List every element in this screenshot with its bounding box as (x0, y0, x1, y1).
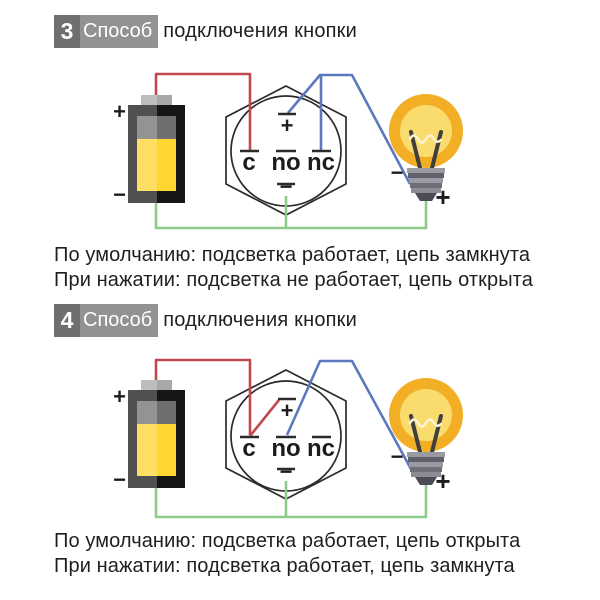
bulb-base-stripe (407, 452, 445, 457)
battery-plus-label: + (113, 99, 126, 124)
terminal-label-nc: nc (307, 149, 335, 176)
terminal-label-no: no (271, 149, 300, 176)
terminal-label-c: c (242, 435, 255, 462)
bulb-base-stripe (411, 188, 441, 193)
filament-wire-right (429, 414, 443, 458)
red-wire (154, 358, 252, 435)
bulb-base-stripe (408, 457, 444, 462)
battery-highlight (128, 95, 157, 203)
terminal-label-minus: − (280, 174, 293, 199)
bulb-base-stripe (407, 168, 445, 173)
method-3-word-badge: Способ (80, 15, 159, 48)
filament-coil (408, 418, 443, 428)
bulb-base-stripe (410, 467, 442, 472)
method-4-title: 4 Способ подключения кнопки (54, 304, 357, 337)
filament-wire-left (409, 414, 423, 458)
battery: + − (113, 380, 185, 492)
red-wire (154, 72, 252, 150)
battery-cap (141, 380, 172, 392)
bulb-base-stripe (409, 462, 443, 467)
terminal-label-plus: + (281, 398, 294, 423)
bulb-base-stripe (409, 178, 443, 183)
method-4-word-badge: Способ (80, 304, 159, 337)
battery-minus-label: − (113, 467, 126, 492)
battery-minus-label: − (113, 182, 126, 207)
method-4-title-text: подключения кнопки (163, 309, 358, 331)
filament-coil (408, 134, 443, 144)
bulb-glass-inner (400, 389, 452, 441)
bulb-plus-label: + (435, 182, 450, 212)
battery-highlight (128, 380, 157, 488)
bulb-plus-label: + (435, 466, 450, 496)
filament-wire-left (409, 130, 423, 174)
battery-window-yellow (137, 424, 176, 476)
bulb-glass-inner (400, 105, 452, 157)
method-4-caption-pressed: При нажатии: подсветка работает, цепь за… (54, 555, 515, 577)
terminal-label-nc: nc (307, 435, 335, 462)
method-3-number-badge: 3 (54, 15, 80, 48)
bulb-base-stripe (411, 472, 441, 477)
method-3-caption-pressed: При нажатии: подсветка не работает, цепь… (54, 269, 533, 291)
filament-wire-right (429, 130, 443, 174)
green-wire (154, 481, 428, 519)
method-4-captions: По умолчанию: подсветка работает, цепь о… (54, 529, 520, 579)
method-4-number-badge: 4 (54, 304, 80, 337)
red-jumper-c-to-plus (248, 399, 281, 437)
green-wire (154, 197, 428, 230)
terminal-label-no: no (271, 435, 300, 462)
bulb-minus-label: − (391, 160, 404, 185)
method-3-captions: По умолчанию: подсветка работает, цепь з… (54, 243, 533, 293)
battery-window-yellow (137, 139, 176, 191)
diagram-method-4: c no nc + − + − − + (113, 358, 463, 519)
bulb-base-stripe (408, 173, 444, 178)
light-bulb: − + (389, 378, 463, 496)
terminal-label-c: c (242, 149, 255, 176)
bulb-base-tip (415, 193, 437, 201)
method-3-caption-default: По умолчанию: подсветка работает, цепь з… (54, 244, 531, 266)
battery-cap (141, 95, 172, 107)
bulb-base-tip (415, 477, 437, 485)
terminal-label-plus: + (281, 113, 294, 138)
battery: + − (113, 95, 185, 207)
blue-wire (287, 73, 412, 185)
method-3-title: 3 Способ подключения кнопки (54, 15, 357, 48)
bulb-minus-label: − (391, 444, 404, 469)
battery-plus-label: + (113, 384, 126, 409)
method-4-caption-default: По умолчанию: подсветка работает, цепь о… (54, 530, 521, 552)
light-bulb: − + (389, 94, 463, 212)
terminal-label-minus: − (280, 459, 293, 484)
diagram-method-3: c no nc + − + − − + (113, 72, 463, 230)
method-3-title-text: подключения кнопки (163, 20, 358, 42)
bulb-base-stripe (410, 183, 442, 188)
blue-wire (285, 359, 413, 470)
